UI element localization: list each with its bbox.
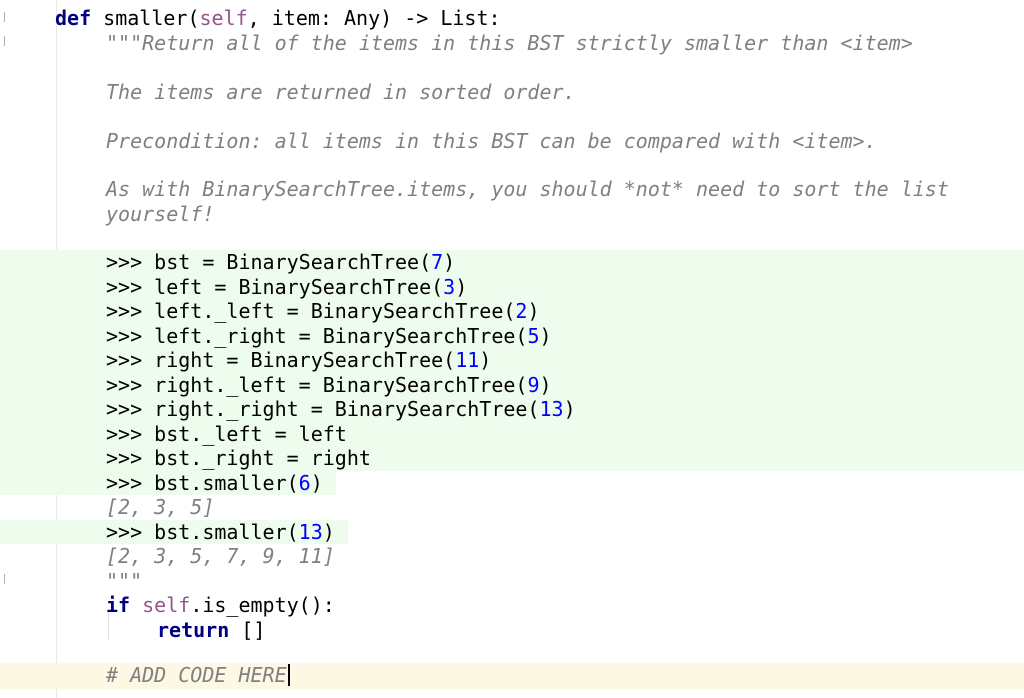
add-code-comment: # ADD CODE HERE <box>106 663 287 687</box>
doctest-code-suffix: ) <box>527 299 540 323</box>
doctest-number: 5 <box>527 323 540 348</box>
code-line-if[interactable]: if self.is_empty(): <box>0 593 1024 618</box>
doctest-line[interactable]: >>> right._right = BinarySearchTree(13) <box>0 397 1024 422</box>
return-value: [] <box>229 617 266 642</box>
code-line-comment[interactable]: # ADD CODE HERE <box>0 663 1024 689</box>
function-signature: smaller( <box>91 6 200 30</box>
doctest-output-line[interactable]: [2, 3, 5] <box>0 495 1024 520</box>
doctest-code: >>> bst._right = right <box>106 446 371 470</box>
code-line-doc-close[interactable]: """ <box>0 569 1024 594</box>
doctest-number: 9 <box>527 372 540 397</box>
code-line-doc-order[interactable]: The items are returned in sorted order. <box>0 80 1024 105</box>
doctest-line[interactable]: >>> bst._right = right <box>0 446 1024 471</box>
code-line-def[interactable]: def smaller(self, item: Any) -> List: <box>0 6 1024 31</box>
doctest-code-suffix: ) <box>479 348 492 372</box>
doctest-code: >>> left._right = BinarySearchTree( <box>106 323 528 348</box>
fold-marker-icon[interactable] <box>0 574 5 584</box>
doctest-code-suffix: ) <box>310 470 323 495</box>
code-line-doc-as-with[interactable]: As with BinarySearchTree.items, you shou… <box>0 177 1024 202</box>
self-keyword: self <box>142 593 191 617</box>
doctest-code: >>> right = BinarySearchTree( <box>106 348 456 372</box>
doctest-number: 11 <box>455 348 480 372</box>
doctest-code-suffix: ) <box>443 250 456 274</box>
fold-marker-icon[interactable] <box>0 12 5 22</box>
doctest-line[interactable]: >>> left._left = BinarySearchTree(2) <box>0 299 1024 324</box>
doctest-code: >>> left = BinarySearchTree( <box>106 274 444 299</box>
if-keyword: if <box>106 593 131 617</box>
docstring-summary: """Return all of the items in this BST s… <box>106 30 913 55</box>
return-keyword: return <box>157 617 230 642</box>
doctest-line[interactable]: >>> right._left = BinarySearchTree(9) <box>0 372 1024 397</box>
doctest-number: 13 <box>298 519 323 544</box>
docstring-as-with-line: As with BinarySearchTree.items, you shou… <box>106 177 949 201</box>
docstring-yourself-line: yourself! <box>106 201 215 226</box>
doctest-number: 6 <box>298 470 311 495</box>
doctest-number: 2 <box>515 299 528 323</box>
doctest-code-suffix: ) <box>455 274 468 299</box>
docstring-precondition-line: Precondition: all items in this BST can … <box>106 128 877 153</box>
doctest-output: [2, 3, 5, 7, 9, 11] <box>106 544 335 568</box>
doctest-code: >>> bst = BinarySearchTree( <box>106 250 432 274</box>
doctest-line[interactable]: >>> bst.smaller(6) <box>0 470 336 495</box>
doctest-number: 13 <box>539 397 564 421</box>
docstring-order-line: The items are returned in sorted order. <box>106 79 576 104</box>
doctest-line[interactable]: >>> bst = BinarySearchTree(7) <box>0 250 1024 275</box>
doctest-code-suffix: ) <box>539 372 552 397</box>
doctest-number: 7 <box>431 250 444 274</box>
function-signature-rest: , item: Any) -> List: <box>247 6 501 30</box>
doctest-code: >>> bst._left = left <box>106 421 347 446</box>
doctest-code: >>> right._left = BinarySearchTree( <box>106 372 528 397</box>
code-line-doc-yourself[interactable]: yourself! <box>0 202 1024 227</box>
code-line-doc-precondition[interactable]: Precondition: all items in this BST can … <box>0 129 1024 154</box>
doctest-number: 3 <box>443 274 456 299</box>
doctest-code: >>> bst.smaller( <box>106 519 299 544</box>
doctest-code: >>> bst.smaller( <box>106 470 299 495</box>
is-empty-call: .is_empty(): <box>190 593 335 617</box>
doctest-line[interactable]: >>> bst.smaller(13) <box>0 519 348 544</box>
doctest-line[interactable]: >>> left._right = BinarySearchTree(5) <box>0 323 1024 348</box>
code-line-doc-summary[interactable]: """Return all of the items in this BST s… <box>0 31 1024 56</box>
doctest-code: >>> right._right = BinarySearchTree( <box>106 397 540 421</box>
doctest-line[interactable]: >>> right = BinarySearchTree(11) <box>0 348 1024 373</box>
doctest-output: [2, 3, 5] <box>106 495 215 519</box>
code-line-return[interactable]: return [] <box>0 618 1024 643</box>
fold-marker-icon[interactable] <box>0 36 5 46</box>
self-parameter: self <box>199 6 248 30</box>
text-caret <box>287 664 290 686</box>
doctest-line[interactable]: >>> bst._left = left <box>0 421 1024 446</box>
doctest-output-line[interactable]: [2, 3, 5, 7, 9, 11] <box>0 544 1024 569</box>
doctest-code: >>> left._left = BinarySearchTree( <box>106 299 516 323</box>
doctest-code-suffix: ) <box>563 397 576 421</box>
def-keyword: def <box>55 6 92 30</box>
docstring-close: """ <box>106 568 143 593</box>
doctest-code-suffix: ) <box>539 323 552 348</box>
doctest-code-suffix: ) <box>322 519 335 544</box>
doctest-line[interactable]: >>> left = BinarySearchTree(3) <box>0 274 1024 299</box>
indent-guide <box>108 612 109 640</box>
